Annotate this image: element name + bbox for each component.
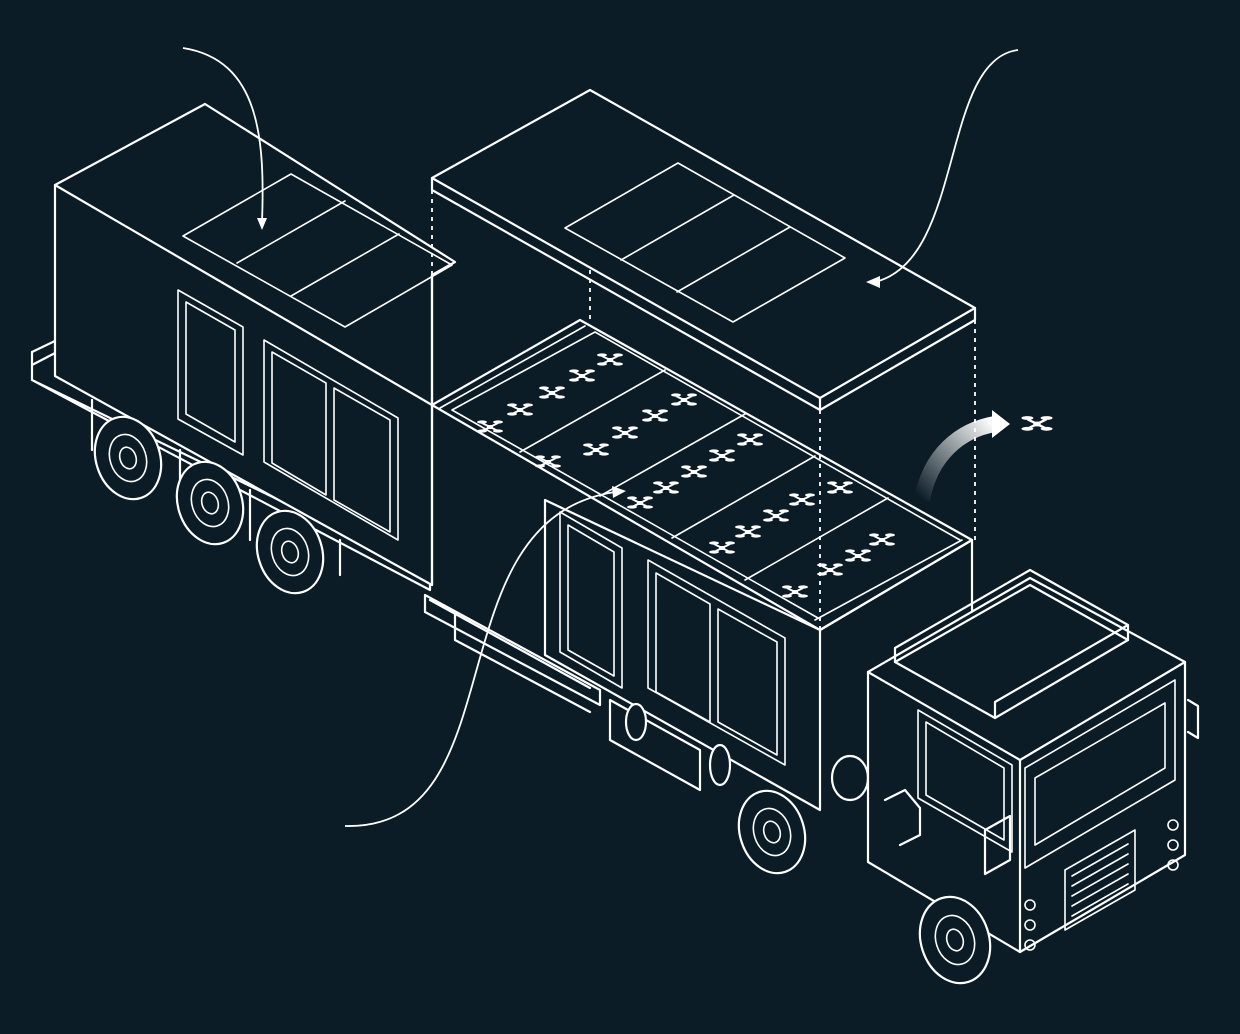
callout-roof-solar bbox=[866, 49, 1019, 288]
roof-solar-panels bbox=[564, 162, 846, 323]
front-wheels bbox=[737, 789, 992, 985]
headlights bbox=[1024, 819, 1179, 951]
front-window-double bbox=[647, 559, 786, 766]
callout-rear-solar bbox=[182, 47, 267, 230]
front-window-left bbox=[559, 511, 623, 689]
drone-launch-arrow bbox=[914, 410, 1010, 502]
callout-drone-bay bbox=[344, 486, 626, 827]
rear-solar-panels bbox=[182, 173, 453, 328]
drone-bay bbox=[430, 318, 974, 812]
rear-wheels bbox=[93, 415, 325, 595]
rear-container bbox=[30, 102, 602, 714]
truck-cab bbox=[608, 568, 1200, 954]
launched-drone-icon bbox=[1020, 414, 1054, 432]
lifted-roof bbox=[430, 88, 977, 412]
rear-window-double bbox=[263, 339, 399, 541]
rear-window-left bbox=[177, 289, 244, 456]
cab-grille bbox=[1064, 829, 1136, 931]
